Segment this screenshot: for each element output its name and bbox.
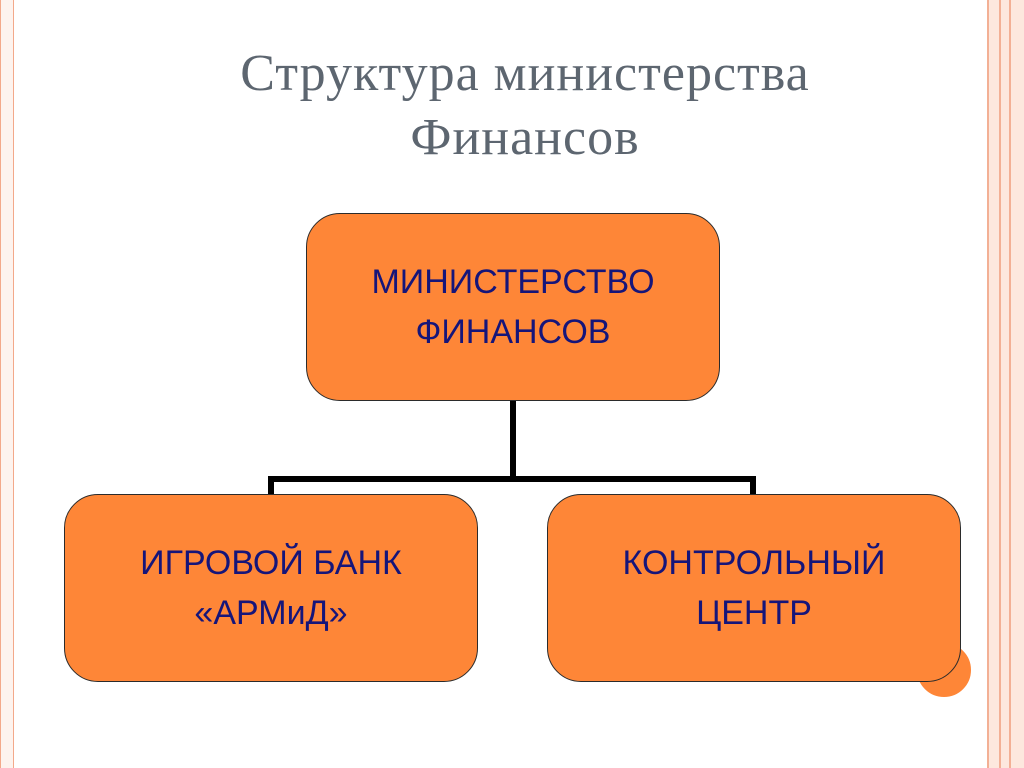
connector-left-down bbox=[268, 476, 274, 494]
org-node-ministry-label: МИНИСТЕРСТВО ФИНАНСОВ bbox=[371, 263, 655, 351]
slide-title-line1: Структура министерства bbox=[240, 45, 810, 102]
org-node-game-bank[interactable]: ИГРОВОЙ БАНК «АРМиД» bbox=[64, 494, 478, 682]
org-node-control-center-label: КОНТРОЛЬНЫЙ ЦЕНТР bbox=[622, 544, 886, 632]
connector-right-down bbox=[750, 476, 756, 494]
connector-horizontal bbox=[268, 476, 756, 482]
org-node-ministry[interactable]: МИНИСТЕРСТВО ФИНАНСОВ bbox=[306, 213, 720, 401]
org-node-control-center[interactable]: КОНТРОЛЬНЫЙ ЦЕНТР bbox=[547, 494, 961, 682]
slide-frame-right bbox=[984, 0, 1024, 768]
slide-title-line2: Финансов bbox=[410, 109, 640, 166]
slide-title: Структура министерства Финансов bbox=[60, 42, 990, 170]
slide-frame-left bbox=[0, 0, 14, 768]
connector-root-down bbox=[510, 401, 516, 479]
org-node-game-bank-label: ИГРОВОЙ БАНК «АРМиД» bbox=[140, 544, 402, 632]
